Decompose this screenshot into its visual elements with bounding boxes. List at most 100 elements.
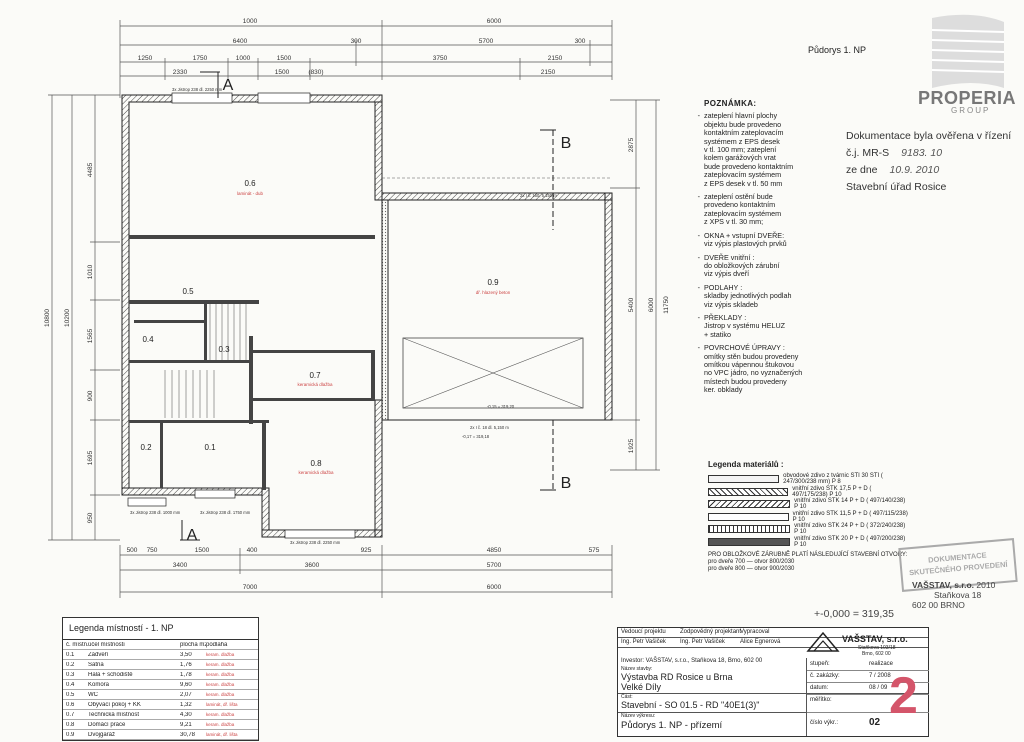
material-label: vnitřní zdivo STK 24 P + D ( 372/240/238… bbox=[794, 523, 906, 536]
room-legend-cell: 0.1 bbox=[66, 651, 75, 658]
company-stamp: VAŠSTAV, s.r.o. 2010 Staňkova 18 602 00 … bbox=[912, 580, 995, 610]
room-name-09: dř. hlazený beton bbox=[476, 290, 511, 295]
materials-note: PRO OBLOŽKOVÉ ZÁRUBNĚ PLATÍ NÁSLEDUJÍCÍ … bbox=[708, 552, 908, 572]
dim-bottom1-1: 750 bbox=[147, 547, 158, 554]
room-legend-cell: 9,60 bbox=[180, 681, 192, 688]
level-label-0: -0,15 = 319,20 bbox=[487, 404, 515, 409]
verification-line1: Dokumentace byla ověřena v řízení bbox=[846, 130, 1012, 142]
room-id-05: 0.5 bbox=[182, 287, 194, 296]
header-cell: plocha m2 bbox=[180, 641, 206, 648]
material-swatch bbox=[708, 475, 780, 484]
room-legend-cell: keram. dlažba bbox=[206, 712, 235, 717]
material-row: vnitřní zdivo STK 14 P + D ( 497/140/238… bbox=[708, 498, 908, 511]
note-text: OKNA + vstupní DVEŘE: viz výpis plastový… bbox=[704, 230, 787, 249]
verification-ref-value: 9183. 10 bbox=[901, 147, 943, 159]
room-legend-cell: WC bbox=[88, 691, 98, 698]
role-responsible: Zodpovědný projektant bbox=[680, 629, 742, 635]
investor: Investor: VAŠSTAV, s.r.o., Staňkova 18, … bbox=[621, 658, 763, 664]
dim-bottom2-2: 5700 bbox=[487, 562, 502, 569]
note-text: PŘEKLADY : Jistrop v systému HELUZ + sta… bbox=[704, 312, 786, 339]
room-legend-cell: Komora bbox=[88, 681, 110, 688]
window-label-0: 3x Jistrop 238 dl. 2250 mm bbox=[172, 87, 223, 92]
dim-top3-3: 1500 bbox=[277, 55, 292, 62]
dim-bottom1-0: 500 bbox=[127, 547, 138, 554]
tb-names-row: Ing. Petr Vašiček Ing. Petr Vašiček Alic… bbox=[618, 637, 928, 648]
dim-bottom2-0: 3400 bbox=[173, 562, 188, 569]
room-legend-cell: 2,07 bbox=[180, 691, 192, 698]
room-legend-cell: 0.8 bbox=[66, 721, 75, 728]
notes-section: POZNÁMKA: -zateplení hlavní plochy objek… bbox=[680, 99, 840, 400]
section-b-top: B bbox=[561, 135, 572, 152]
tb-roles-row: Vedoucí projektu Zodpovědný projektant V… bbox=[618, 628, 928, 638]
room-legend-cell: Zádveří bbox=[88, 651, 109, 658]
dim-left-2: 1010 bbox=[87, 264, 94, 279]
materials-title: Legenda materiálů : bbox=[708, 460, 784, 469]
material-swatch bbox=[708, 525, 791, 534]
room-legend-cell: keram. dlažba bbox=[206, 722, 235, 727]
verification-ref-label: č.j. MR-S bbox=[846, 147, 890, 159]
meta-row: měřítko: bbox=[807, 694, 929, 713]
room-legend-cell: keram. dlažba bbox=[206, 682, 235, 687]
room-legend-cell: Obývací pokoj + KK bbox=[88, 701, 141, 708]
top-dimensions bbox=[119, 20, 613, 98]
material-swatch bbox=[708, 500, 791, 509]
room-legend-title: Legenda místností - 1. NP bbox=[63, 618, 258, 640]
dim-top3-2: 1000 bbox=[236, 55, 251, 62]
dim-left-4: 900 bbox=[87, 390, 94, 401]
room-legend-cell: 0.3 bbox=[66, 671, 75, 678]
floor-plan: 1000 6000 6400 300 5700 300 1250 1750 10… bbox=[44, 18, 670, 598]
dim-left-6: 950 bbox=[87, 512, 94, 523]
room-legend-cell: 30,78 bbox=[180, 731, 196, 738]
dim-top4-0: 2330 bbox=[173, 69, 188, 76]
meta-label: měřítko: bbox=[810, 697, 832, 703]
room-id-01: 0.1 bbox=[204, 443, 216, 452]
room-legend-cell: 3,50 bbox=[180, 651, 192, 658]
project-name: Výstavba RD Rosice u Brna bbox=[621, 672, 733, 682]
room-id-06: 0.6 bbox=[244, 179, 256, 188]
dim-top4-1: 1500 bbox=[275, 69, 290, 76]
room-name-07: keramická dlažba bbox=[297, 382, 333, 387]
name-lead: Ing. Petr Vašiček bbox=[621, 639, 666, 645]
vasstav-logo-icon bbox=[806, 631, 840, 652]
material-label: vnitřní zdivo STK 11,5 P + D ( 497/115/2… bbox=[792, 510, 908, 523]
dim-bottom1-4: 925 bbox=[361, 547, 372, 554]
meta-value: 7 / 2008 bbox=[869, 673, 891, 679]
left-dimensions bbox=[48, 94, 120, 541]
stamp-city: 602 00 BRNO bbox=[912, 600, 965, 610]
stamp-street: Staňkova 18 bbox=[934, 590, 982, 600]
material-label: vnitřní zdivo STK 20 P + D ( 497/200/238… bbox=[794, 535, 906, 548]
dim-top2-0: 6400 bbox=[233, 38, 248, 45]
room-legend-cell: 0.7 bbox=[66, 711, 75, 718]
dim-left-0: 4485 bbox=[87, 162, 94, 177]
room-legend-cell: 4,30 bbox=[180, 711, 192, 718]
dim-bottom1-6: 575 bbox=[589, 547, 600, 554]
dim-bottom3-1: 6000 bbox=[487, 584, 502, 591]
walls bbox=[121, 92, 613, 539]
room-legend-cell: 0.5 bbox=[66, 691, 75, 698]
bottom-dimensions bbox=[119, 545, 613, 598]
note-text: zateplení hlavní plochy objektu bude pro… bbox=[704, 111, 794, 188]
name-responsible: Ing. Petr Vašiček bbox=[680, 639, 725, 645]
material-label: vnitřní zdivo STK 14 P + D ( 497/140/238… bbox=[794, 498, 906, 511]
note-text: PODLAHY : skladby jednotlivých podlah vi… bbox=[704, 282, 792, 309]
note-item: -zateplení ostění bude provedeno kontakt… bbox=[697, 192, 782, 227]
stamp-date: 2010 bbox=[976, 580, 996, 590]
dim-bottom3-0: 7000 bbox=[243, 584, 258, 591]
dim-left-total: 10800 bbox=[44, 309, 51, 327]
project-location: Velké Díly bbox=[621, 682, 662, 692]
note-item: -zateplení hlavní plochy objektu bude pr… bbox=[697, 111, 794, 188]
meta-value: 08 / 09 bbox=[869, 685, 888, 691]
room-legend: Legenda místností - 1. NP č. místn. účel… bbox=[62, 617, 259, 741]
dim-bottom1-2: 1500 bbox=[195, 547, 210, 554]
room-id-02: 0.2 bbox=[140, 443, 152, 452]
note-item: -DVEŘE vnitřní : do obložkových zárubní … bbox=[697, 252, 780, 279]
meta-value: 02 bbox=[869, 717, 881, 728]
room-legend-cell: 0.2 bbox=[66, 661, 75, 668]
note-item: -PODLAHY : skladby jednotlivých podlah v… bbox=[697, 282, 792, 309]
